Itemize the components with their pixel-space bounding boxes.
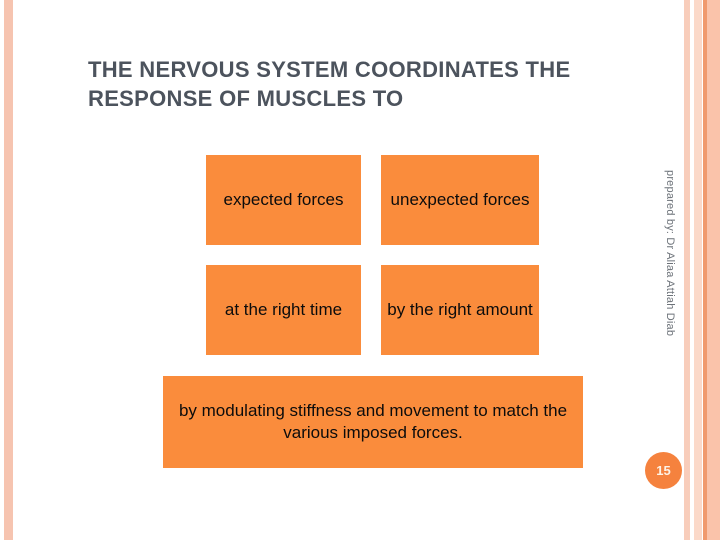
slide-title: THE NERVOUS SYSTEM COORDINATES THE RESPO… (88, 57, 571, 112)
content-box-unexpected-forces: unexpected forces (381, 155, 539, 245)
content-box-by-the-right-amount: by the right amount (381, 265, 539, 355)
decorative-stripe-right-1 (684, 0, 690, 540)
content-box-at-the-right-time: at the right time (206, 265, 361, 355)
page-number-badge: 15 (645, 452, 682, 489)
decorative-stripe-right-3 (703, 0, 707, 540)
prepared-by-credit: prepared by: Dr Aliaa Attiah Diab (664, 170, 676, 337)
decorative-stripe-right-4 (707, 0, 720, 540)
decorative-stripe-right-2 (694, 0, 702, 540)
content-box-expected-forces: expected forces (206, 155, 361, 245)
content-box-summary: by modulating stiffness and movement to … (163, 376, 583, 468)
decorative-stripe-left (4, 0, 13, 540)
